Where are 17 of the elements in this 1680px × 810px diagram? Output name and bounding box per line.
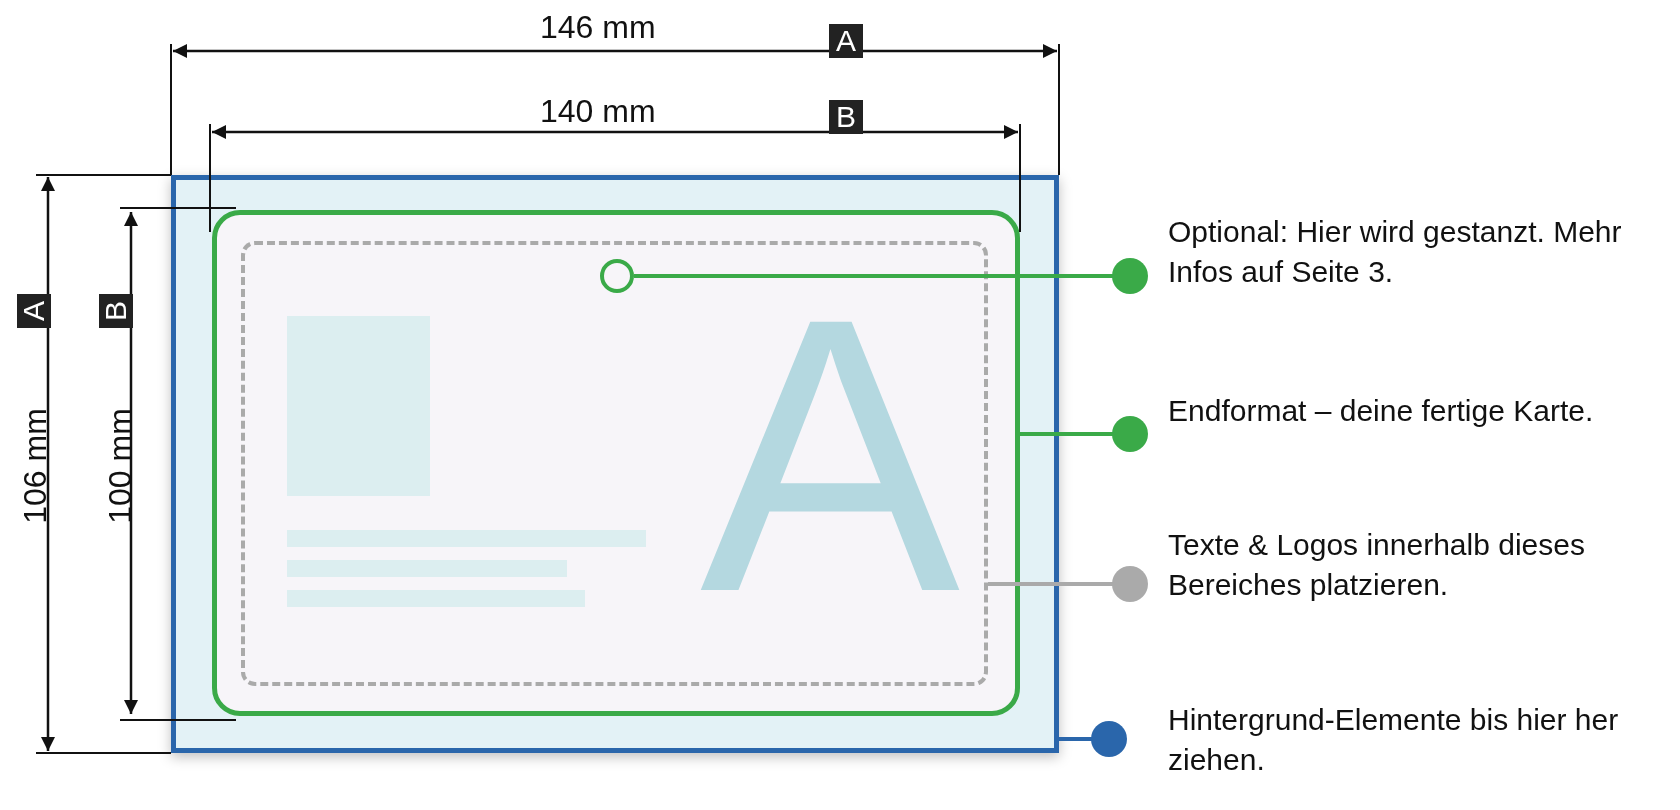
- dimension-tag: A: [17, 294, 51, 328]
- bleed-area: [171, 175, 1059, 753]
- leader-line: [634, 258, 1148, 294]
- callout-text: Endformat – deine fertige Karte.: [1168, 391, 1668, 431]
- dimension-label: 146 mm: [540, 10, 656, 44]
- dimension-label: 140 mm: [540, 94, 656, 128]
- dimension-tag: B: [829, 100, 863, 134]
- dimension-label: 106 mm: [17, 408, 52, 524]
- punch-hole: [600, 259, 634, 293]
- dimension-tag: B: [99, 294, 133, 328]
- callout-text: Texte & Logos innerhalb dieses Bereiches platzieren.: [1168, 525, 1668, 605]
- dimension-tag: A: [829, 24, 863, 58]
- leader-line: [1020, 416, 1148, 452]
- placeholder-letter: A: [700, 290, 961, 620]
- callout-text: Hintergrund-Elemente bis hier her ziehen.: [1168, 700, 1668, 780]
- leader-line: [988, 566, 1148, 602]
- callout-text: Optional: Hier wird gestanzt. Mehr Infos auf Seite 3.: [1168, 212, 1668, 292]
